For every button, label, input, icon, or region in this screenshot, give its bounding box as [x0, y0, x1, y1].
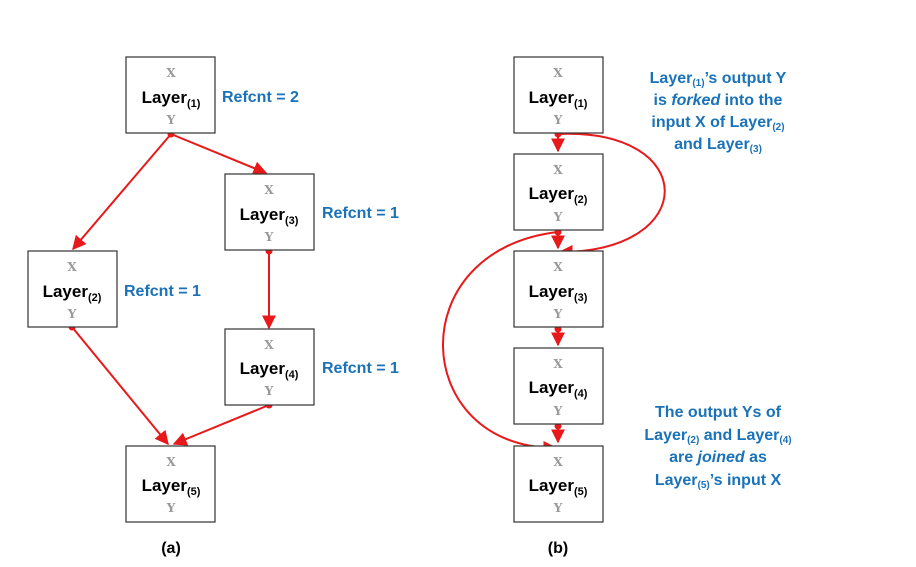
port-input-label: X — [166, 66, 176, 80]
layer-box — [125, 445, 216, 523]
layer-box — [513, 445, 604, 523]
diagram-b: X Layer(1) Y X Layer(2) Y X Layer(3) Y X… — [442, 56, 792, 557]
edge-1-to-2 — [72, 133, 172, 251]
port-input-label: X — [166, 455, 176, 469]
refcnt-label-4: Refcnt = 1 — [322, 360, 399, 377]
join-note-line-1: The output Ys of — [655, 404, 782, 421]
layer-label: Layer(3) — [240, 205, 299, 227]
port-input-label: X — [553, 357, 563, 371]
layer-label: Layer(2) — [43, 282, 102, 304]
edge-4-to-5 — [172, 404, 270, 446]
layer-node-b5: X Layer(5) Y — [513, 445, 604, 523]
layer-node-a5: X Layer(5) Y — [125, 445, 216, 523]
port-input-label: X — [67, 260, 77, 274]
port-output-label: Y — [553, 404, 563, 418]
port-output-label: Y — [166, 501, 176, 515]
layer-label: Layer(3) — [529, 282, 588, 304]
join-annotation: The output Ys of Layer(2) and Layer(4) a… — [644, 404, 791, 491]
layer-box — [513, 250, 604, 328]
port-output-label: Y — [553, 210, 563, 224]
layer-label: Layer(4) — [240, 359, 299, 381]
layer-node-b3: X Layer(3) Y — [513, 250, 604, 328]
layer-box — [27, 250, 118, 328]
fork-annotation: Layer(1)’s output Y is forked into the i… — [650, 70, 787, 155]
refcnt-label-3: Refcnt = 1 — [322, 205, 399, 222]
layer-node-a3: X Layer(3) Y — [224, 173, 315, 251]
caption-a: (a) — [161, 540, 181, 557]
port-output-label: Y — [264, 384, 274, 398]
join-note-line-3: are joined as — [669, 449, 767, 466]
port-output-label: Y — [67, 307, 77, 321]
edge-2-to-5-join — [442, 231, 559, 455]
diagram-a: X Layer(1) Y Refcnt = 2 X Layer(2) Y Ref… — [27, 56, 399, 557]
port-input-label: X — [553, 260, 563, 274]
layer-box — [224, 328, 315, 406]
layer-box — [513, 56, 604, 134]
fork-note-line-3: input X of Layer(2) — [651, 114, 784, 133]
layer-label: Layer(5) — [142, 476, 201, 498]
layer-node-a4: X Layer(4) Y — [224, 328, 315, 406]
layer-node-a1: X Layer(1) Y — [125, 56, 216, 134]
layer-box — [224, 173, 315, 251]
layer-node-b2: X Layer(2) Y — [513, 153, 604, 231]
port-input-label: X — [553, 66, 563, 80]
layer-label: Layer(4) — [529, 378, 588, 400]
layer-node-b4: X Layer(4) Y — [513, 347, 604, 425]
port-input-label: X — [553, 455, 563, 469]
layer-label: Layer(1) — [142, 88, 201, 110]
refcnt-label-1: Refcnt = 2 — [222, 89, 299, 106]
join-note-line-2: Layer(2) and Layer(4) — [644, 427, 791, 446]
port-output-label: Y — [553, 501, 563, 515]
port-input-label: X — [553, 163, 563, 177]
port-output-label: Y — [264, 230, 274, 244]
layer-label: Layer(1) — [529, 88, 588, 110]
edge-2-to-5 — [71, 326, 169, 446]
join-note-line-4: Layer(5)’s input X — [655, 472, 782, 491]
refcnt-label-2: Refcnt = 1 — [124, 283, 201, 300]
layer-box — [513, 153, 604, 231]
layer-node-b1: X Layer(1) Y — [513, 56, 604, 134]
layer-box — [513, 347, 604, 425]
edge-1-to-3 — [170, 133, 268, 175]
port-input-label: X — [264, 338, 274, 352]
port-input-label: X — [264, 183, 274, 197]
edge-1-to-3-fork — [557, 132, 666, 259]
caption-b: (b) — [548, 540, 568, 557]
port-output-label: Y — [553, 113, 563, 127]
layer-label: Layer(5) — [529, 476, 588, 498]
port-output-label: Y — [166, 113, 176, 127]
fork-note-line-1: Layer(1)’s output Y — [650, 70, 787, 89]
fork-note-line-4: and Layer(3) — [674, 136, 762, 155]
port-output-label: Y — [553, 307, 563, 321]
layer-label: Layer(2) — [529, 184, 588, 206]
fork-note-line-2: is forked into the — [654, 92, 783, 109]
layer-node-a2: X Layer(2) Y — [27, 250, 118, 328]
layer-box — [125, 56, 216, 134]
edges-a — [68, 130, 276, 446]
